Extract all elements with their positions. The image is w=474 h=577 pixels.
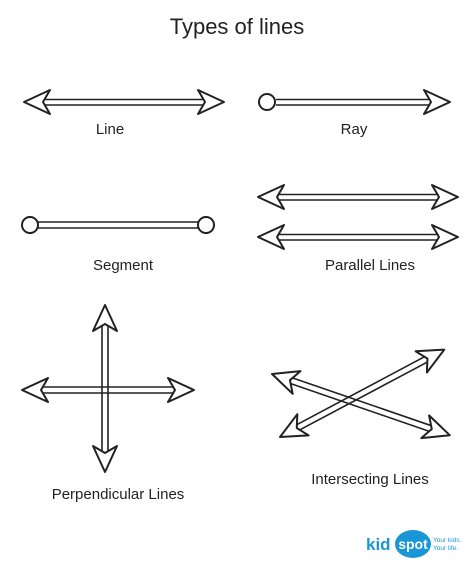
arrowhead-left-icon [21, 377, 49, 403]
segment-example [21, 216, 215, 234]
arrowhead-right-icon [420, 414, 451, 440]
segment-label: Segment [92, 257, 154, 274]
ray-example [258, 89, 451, 115]
endpoint-icon [21, 216, 39, 234]
kidspot-logo: kid spot Your kids. Your life. [366, 530, 461, 558]
diagram-title: Types of lines [169, 14, 305, 39]
endpoint-icon [197, 216, 215, 234]
arrowhead-up-icon [92, 304, 118, 332]
arrowhead-right-icon [431, 184, 459, 210]
arrowhead-left-icon [279, 413, 310, 438]
arrowhead-down-icon [92, 445, 118, 473]
arrowhead-left-icon [271, 370, 302, 395]
parallel-lines-label: Parallel Lines [324, 257, 416, 274]
arrowhead-right-icon [431, 224, 459, 250]
logo-tagline-2: Your life. [433, 545, 458, 552]
logo-spot-icon [395, 530, 431, 558]
ray-label: Ray [340, 121, 368, 138]
endpoint-icon [258, 93, 276, 111]
line-example [23, 89, 225, 115]
arrowhead-left-icon [257, 224, 285, 250]
arrowhead-right-icon [414, 348, 446, 374]
arrowhead-right-icon [197, 89, 225, 115]
intersecting-lines-example [271, 348, 451, 440]
logo-brand-spot: spot [398, 536, 428, 552]
arrowhead-left-icon [23, 89, 51, 115]
arrowhead-left-icon [257, 184, 285, 210]
intersecting-lines-label: Intersecting Lines [311, 471, 429, 488]
parallel-lines-example [257, 184, 459, 250]
line-label: Line [95, 121, 125, 138]
perpendicular-lines-label: Perpendicular Lines [51, 486, 185, 503]
perpendicular-lines-example [21, 304, 195, 473]
logo-tagline-1: Your kids. [433, 537, 461, 544]
logo-brand-kid: kid [366, 535, 391, 554]
arrowhead-right-icon [167, 377, 195, 403]
arrowhead-right-icon [423, 89, 451, 115]
